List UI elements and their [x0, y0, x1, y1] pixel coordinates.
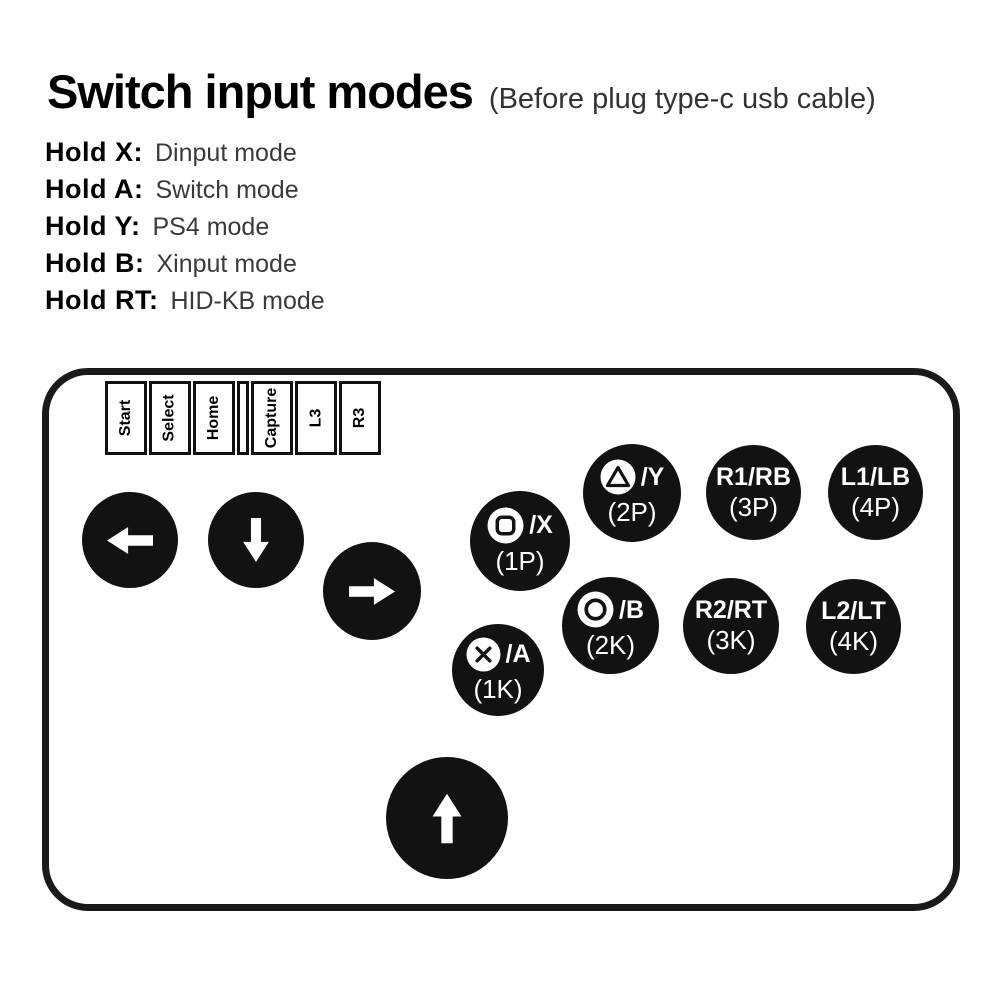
system-button-label: Start [117, 399, 135, 437]
ps-square-icon [487, 507, 524, 544]
button-label: L1/LB [840, 462, 911, 491]
system-button-home: Home [193, 381, 235, 455]
button-sublabel: (3K) [706, 625, 756, 656]
dpad-up-button [386, 757, 508, 879]
dpad-down-button [208, 492, 304, 588]
hold-mode-value: PS4 mode [152, 213, 270, 241]
system-button-l3: L3 [295, 381, 337, 455]
hold-mode-list: Hold X: Dinput mode Hold A: Switch mode … [45, 137, 325, 322]
ps-cross-icon [465, 637, 501, 672]
arrow-down-icon [234, 518, 278, 562]
hold-row-rt: Hold RT: HID-KB mode [45, 285, 325, 322]
hold-mode-value: HID-KB mode [170, 287, 325, 315]
dpad-right-button [323, 542, 421, 640]
system-button-r3: R3 [339, 381, 381, 455]
system-button-spacer [237, 381, 249, 455]
system-button-label: R3 [350, 407, 368, 429]
button-label: /B [619, 595, 644, 624]
button-sublabel: (2K) [585, 630, 636, 661]
button-label: /Y [640, 463, 665, 492]
system-button-start: Start [105, 381, 147, 455]
arrow-up-icon [422, 793, 472, 843]
system-button-select: Select [149, 381, 191, 455]
system-button-label: L3 [306, 408, 324, 428]
hold-row-y: Hold Y: PS4 mode [45, 211, 325, 248]
hold-mode-value: Dinput mode [155, 139, 297, 167]
hold-mode-value: Switch mode [155, 176, 299, 204]
arrow-left-icon [107, 525, 153, 556]
hold-label: Hold X: [45, 137, 143, 167]
button-sublabel: (1K) [473, 673, 523, 704]
system-button-label: Capture [263, 387, 281, 449]
button-label: /X [529, 511, 553, 540]
button-l1-lb: L1/LB (4P) [828, 445, 923, 540]
system-button-label: Select [161, 394, 179, 442]
ps-circle-icon [577, 591, 614, 628]
button-l2-lt: L2/LT (4K) [806, 579, 901, 674]
hold-mode-value: Xinput mode [156, 250, 297, 278]
button-sublabel: (4K) [828, 625, 879, 656]
page-subtitle: (Before plug type-c usb cable) [488, 83, 876, 115]
header: Switch input modes (Before plug type-c u… [47, 64, 876, 119]
ps-triangle-icon [600, 459, 636, 495]
hold-label: Hold B: [45, 248, 145, 278]
button-r1-rb: R1/RB (3P) [706, 445, 801, 540]
hold-row-b: Hold B: Xinput mode [45, 248, 325, 285]
dpad-left-button [82, 492, 178, 588]
hold-label: Hold A: [45, 174, 144, 204]
button-label: R1/RB [715, 462, 791, 491]
button-sublabel: (4P) [850, 491, 901, 522]
arrow-right-icon [349, 576, 395, 607]
hold-row-a: Hold A: Switch mode [45, 174, 325, 211]
button-sublabel: (3P) [728, 491, 779, 522]
hold-label: Hold RT: [45, 285, 159, 315]
page-title: Switch input modes [47, 65, 474, 118]
button-sublabel: (1P) [495, 545, 545, 576]
hold-label: Hold Y: [45, 211, 141, 241]
system-button-capture: Capture [251, 381, 293, 455]
button-cross-a: /A (1K) [452, 624, 544, 716]
button-r2-rt: R2/RT (3K) [683, 578, 779, 674]
button-square-x: /X (1P) [470, 491, 570, 591]
system-button-label: Home [205, 395, 223, 441]
button-sublabel: (2P) [607, 497, 657, 528]
button-circle-b: /B (2K) [562, 577, 659, 674]
button-triangle-y: /Y (2P) [583, 444, 681, 542]
hold-row-x: Hold X: Dinput mode [45, 137, 325, 174]
system-button-strip: Start Select Home Capture L3 R3 [105, 381, 381, 455]
button-label: R2/RT [694, 596, 768, 625]
button-label: /A [505, 640, 531, 669]
button-label: L2/LT [821, 596, 886, 625]
